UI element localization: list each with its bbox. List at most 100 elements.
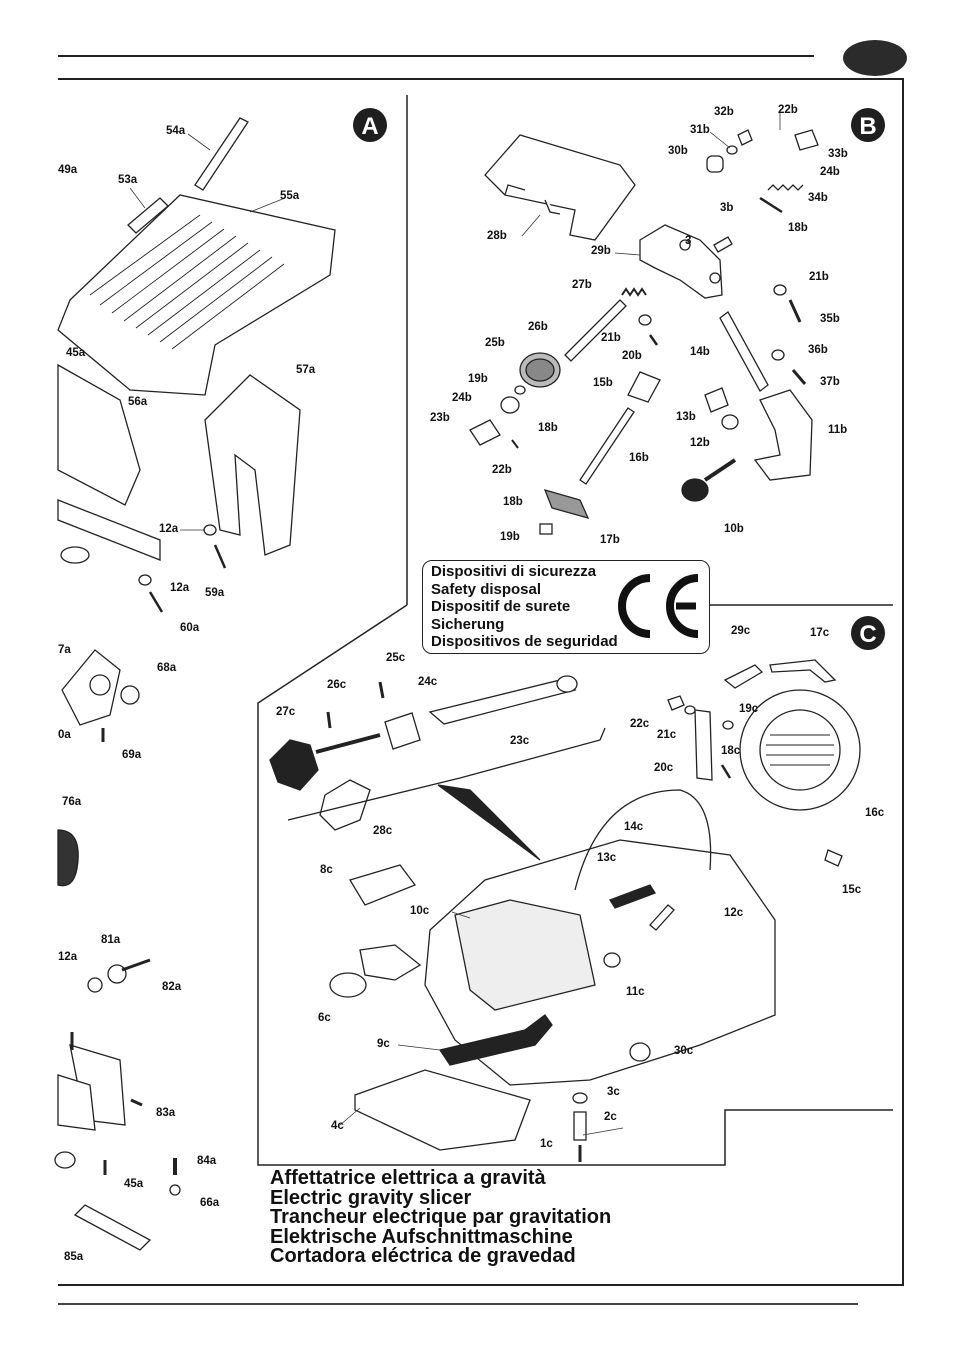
part-label: 1c [540, 1138, 553, 1150]
part-label: 27b [572, 279, 592, 291]
part-label: 68a [157, 662, 177, 674]
part-label: 9c [377, 1038, 390, 1050]
part-label: 31b [690, 124, 710, 136]
title-fr: Trancheur electrique par gravitation [270, 1206, 612, 1229]
title-en: Electric gravity slicer [270, 1186, 472, 1209]
machine-title-block: Affettatrice elettrica a gravità Electri… [270, 1168, 612, 1268]
part-label: 17b [600, 534, 620, 546]
diagram-frame [58, 78, 904, 1286]
part-label: 25c [386, 652, 406, 664]
part-label: 81a [101, 934, 121, 946]
part-label: 12a [159, 523, 179, 535]
part-label: 11b [828, 424, 847, 436]
part-label: 22c [630, 718, 650, 730]
part-label: 45a [66, 347, 86, 359]
part-label: 85a [64, 1251, 84, 1263]
part-label: 13b [676, 411, 696, 423]
part-label: 13c [597, 852, 617, 864]
part-label: 20c [654, 762, 674, 774]
part-label: 18b [503, 496, 523, 508]
part-label: 0a [58, 729, 71, 741]
part-label: 20b [622, 350, 642, 362]
part-label: 53a [118, 174, 138, 186]
part-label: 34b [808, 192, 828, 204]
part-label: 18b [538, 422, 558, 434]
part-label: 12a [58, 951, 78, 963]
ce-mark-logo [618, 574, 699, 638]
part-label: 3b [720, 202, 733, 214]
part-label: 57a [296, 364, 316, 376]
page-tab-marker [843, 40, 907, 76]
part-label: 25b [485, 337, 505, 349]
part-label: 24c [418, 676, 438, 688]
part-label: 16c [865, 807, 885, 819]
part-label: 49a [58, 164, 78, 176]
section-marker-a: A [353, 108, 387, 142]
part-label: 23c [510, 735, 530, 747]
part-label: 54a [166, 125, 186, 137]
part-label: 28b [487, 230, 507, 242]
part-label: 17c [810, 627, 830, 639]
svg-text:C: C [859, 621, 876, 648]
part-label: 14b [690, 346, 710, 358]
title-de: Elektrische Aufschnittmaschine [270, 1225, 573, 1248]
part-label: 55a [280, 190, 300, 202]
part-label: 36b [808, 344, 828, 356]
svg-text:B: B [859, 113, 876, 140]
part-label: 32b [714, 106, 734, 118]
part-label: 76a [62, 796, 82, 808]
part-label: 10c [410, 905, 430, 917]
part-label: 56a [128, 396, 148, 408]
safety-line-it: Dispositivi di sicurezza [431, 563, 597, 580]
part-label: 84a [197, 1155, 217, 1167]
safety-line-de: Sicherung [431, 615, 505, 633]
part-label: 11c [626, 986, 645, 998]
part-label: 19b [500, 531, 520, 543]
part-label: 27c [276, 706, 296, 718]
part-label: 59a [205, 587, 225, 599]
part-label: 26c [327, 679, 347, 691]
part-label: 21b [601, 332, 621, 344]
part-label: 26b [528, 321, 548, 333]
part-label: 18b [788, 222, 808, 234]
safety-line-fr: Dispositif de surete [431, 598, 571, 615]
part-label: 10b [724, 523, 744, 535]
part-label: 69a [122, 749, 142, 761]
panel-a-labels: 54a 49a 53a 55a 45a 56a 57a 12a 12a 59a … [58, 125, 316, 1263]
part-label: 12a [170, 582, 190, 594]
panel-a-parts [54, 117, 336, 1251]
section-marker-b: B [851, 108, 885, 142]
part-label: 28c [373, 825, 393, 837]
part-label: 30c [674, 1045, 694, 1057]
part-label: 15c [842, 884, 862, 896]
part-label: 22b [492, 464, 512, 476]
part-label: 24b [452, 392, 472, 404]
part-label: 19c [739, 703, 759, 715]
part-label: 66a [200, 1197, 220, 1209]
part-label: 30b [668, 145, 688, 157]
part-label: 21c [657, 729, 677, 741]
svg-text:A: A [361, 113, 378, 140]
part-label: 6c [318, 1012, 331, 1024]
part-label: 45a [124, 1178, 144, 1190]
part-label: 22b [778, 104, 798, 116]
safety-line-es: Dispositivos de seguridad [431, 633, 618, 650]
panel-b-parts [469, 129, 819, 535]
part-label: 3c [607, 1086, 620, 1098]
part-label: 14c [624, 821, 644, 833]
part-label: 16b [629, 452, 649, 464]
part-label: 12c [724, 907, 744, 919]
footer-rule [58, 1303, 858, 1305]
part-label: 33b [828, 148, 848, 160]
part-label: 2c [604, 1111, 617, 1123]
panel-c-labels: 29c 17c 25c 26c 24c 27c 22c 19c 21c 23c … [276, 625, 885, 1150]
title-es: Cortadora eléctrica de gravedad [270, 1245, 576, 1268]
part-label: 19b [468, 373, 488, 385]
part-label: 12b [690, 437, 710, 449]
part-label: 23b [430, 412, 450, 424]
part-label: 21b [809, 271, 829, 283]
header-rule [58, 55, 814, 57]
part-label: 7a [58, 644, 71, 656]
part-label: 4c [331, 1120, 344, 1132]
